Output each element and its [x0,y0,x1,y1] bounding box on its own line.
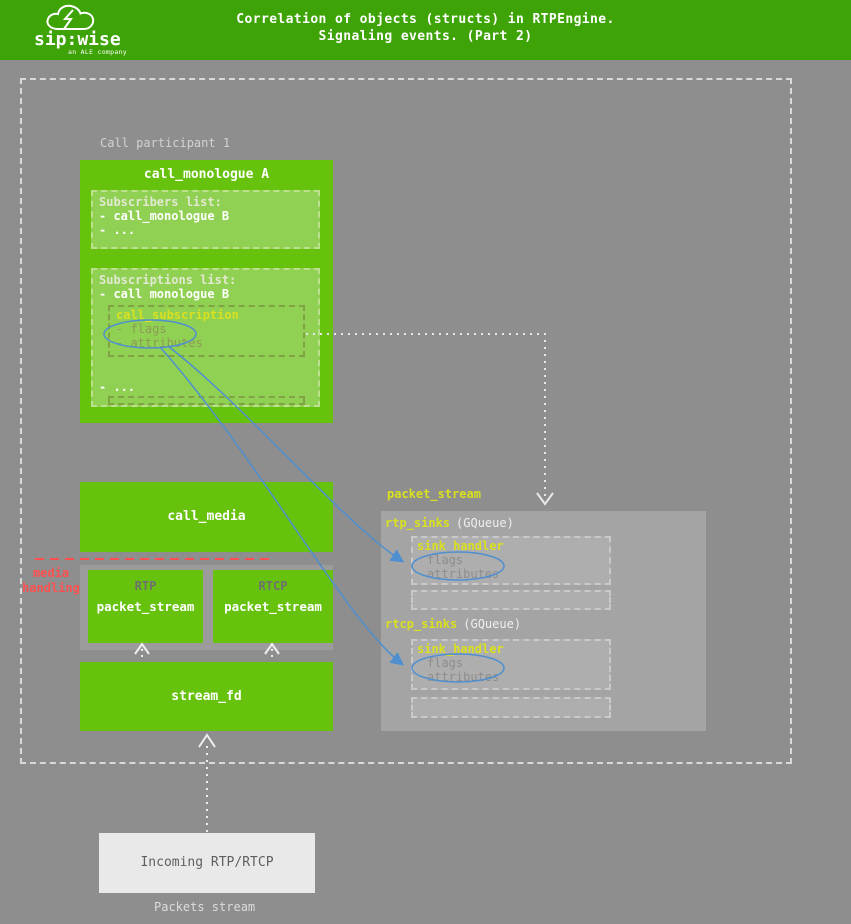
rtp-label: RTP [134,579,157,593]
rtp-sinks-type: (GQueue) [456,516,514,530]
subscribers-item: - call_monologue B [99,209,230,223]
stream-fd-box: stream_fd [80,662,333,731]
media-handling-label: media handling [20,566,82,596]
rtcp-sinks-empty-slot [411,697,611,718]
call-monologue-title: call_monologue A [143,167,270,182]
subscriptions-empty-slot [108,396,305,405]
sink-handler-flags: flags [427,553,464,567]
rtp-sink-handler-box: sink_handler flags attributes [411,536,611,585]
call-participant-frame [20,78,792,764]
packets-stream-label: Packets stream [154,900,256,914]
rtp-packet-stream-name: packet_stream [96,599,195,614]
packet-stream-panel: rtp_sinks (GQueue) sink_handler flags att… [381,511,706,731]
page-title-line1: Correlation of objects (structs) in RTPE… [236,12,615,27]
page-title: Correlation of objects (structs) in RTPE… [0,11,851,45]
sink-handler-attributes: attributes [427,567,500,581]
packet-stream-container: RTP packet_stream RTCP packet_stream [80,565,333,650]
incoming-rtp-rtcp-box: Incoming RTP/RTCP [99,833,315,893]
rtcp-sinks-name: rtcp_sinks [385,617,458,631]
cloud-icon [46,4,95,30]
packet-stream-panel-label: packet_stream [387,487,481,501]
subscribers-item-more: - ... [99,223,136,237]
sipwise-logo: sip:wise an ALE company [30,2,150,58]
call-subscription-attributes: - attributes [116,336,203,350]
sink-handler-flags: flags [427,656,464,670]
rtp-sinks-header: rtp_sinks (GQueue) [385,516,514,530]
rtp-sinks-name: rtp_sinks [385,516,451,530]
media-handling-line2: handling [22,581,80,595]
logo-tagline: an ALE company [68,48,127,56]
rtcp-sinks-header: rtcp_sinks (GQueue) [385,617,521,631]
call-subscription-box: call_subscription - flags - attributes [108,305,305,357]
rtcp-sinks-type: (GQueue) [463,617,522,631]
rtcp-packet-stream-box: RTCP packet_stream [213,570,333,643]
call-media-box: call_media [80,482,333,552]
call-subscription-flags: - flags [116,322,167,336]
rtp-packet-stream-box: RTP packet_stream [88,570,203,643]
rtp-sinks-empty-slot [411,590,611,610]
subscriptions-more: - ... [99,380,136,394]
subscriptions-list-box: Subscriptions list: - call monologue B c… [91,268,320,407]
logo-brand-text: sip:wise [34,29,121,50]
page-title-line2: Signaling events. (Part 2) [318,29,533,44]
subscriptions-item: - call monologue B [99,287,230,301]
rtcp-sink-handler-box: sink_handler flags attributes [411,639,611,690]
media-handling-line1: media [32,566,70,580]
subscribers-list-box: Subscribers list: - call_monologue B - .… [91,190,320,249]
sink-handler-attributes: attributes [427,670,500,684]
call-monologue-box: call_monologue A Subscribers list: - cal… [80,160,333,423]
subscribers-heading: Subscribers list: [99,195,222,209]
sink-handler-title: sink_handler [417,642,504,656]
sink-handler-title: sink_handler [417,539,504,553]
call-subscription-title: call_subscription [116,308,239,322]
participant-label: Call participant 1 [100,136,231,150]
rtcp-packet-stream-name: packet_stream [224,599,322,614]
rtcp-label: RTCP [258,579,288,593]
header-bar: sip:wise an ALE company Correlation of o… [0,0,851,60]
subscriptions-heading: Subscriptions list: [99,273,237,287]
